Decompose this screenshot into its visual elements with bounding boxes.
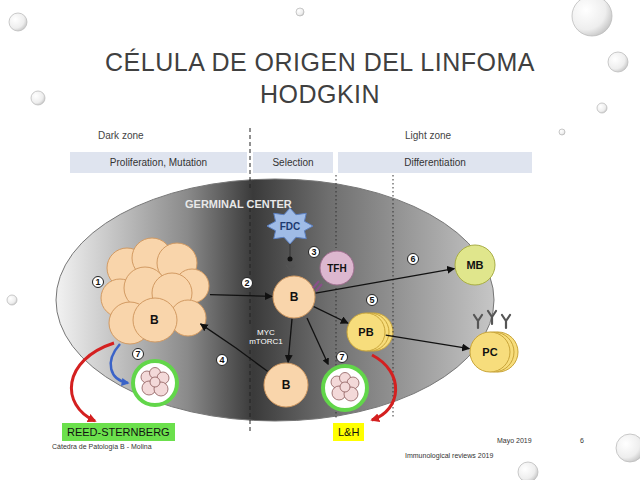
node-text: B (290, 290, 299, 304)
b-cell-cluster: B (100, 238, 210, 348)
caption-text: Mayo 2019 (497, 437, 532, 445)
node-text: PB (358, 326, 373, 338)
node-outline (100, 238, 210, 348)
cell-circle: MB (454, 244, 496, 286)
node-text: MB (466, 259, 483, 271)
caption-text: MYC mTORC1 (248, 328, 284, 346)
plasma-cell: PC (469, 331, 519, 373)
slide-title: CÉLULA DE ORIGEN DEL LINFOMA HODGKIN (70, 46, 570, 110)
zone-band: Proliferation, Mutation (70, 152, 247, 173)
node-text: L&H (338, 426, 359, 438)
caption-text: Cátedra de Patología B - Molina (52, 443, 152, 451)
callout-number: 5 (366, 294, 378, 306)
callout-number: 6 (407, 253, 419, 265)
antigen (288, 257, 293, 262)
caption-text: Dark zone (98, 130, 144, 141)
node-text: TFH (327, 263, 346, 274)
node-text: B (150, 313, 159, 327)
callout-number: 4 (216, 354, 228, 366)
callout-number: 1 (92, 276, 104, 288)
callout-number: 7 (336, 351, 348, 363)
figure-panel (52, 125, 552, 432)
zone-band: Selection (253, 152, 333, 173)
node-text: Differentiation (404, 157, 466, 168)
node-text: GERMINAL CENTER (185, 198, 292, 210)
germinal-center: GERMINAL CENTER B FDC TFH B PB B (55, 178, 495, 422)
lh-cell (323, 366, 367, 410)
reed-sternberg-cell (133, 361, 177, 405)
cell-circle: B (272, 275, 316, 319)
antigen-link (290, 244, 291, 258)
antibody (502, 315, 510, 328)
node-text: Proliferation, Mutation (110, 157, 207, 168)
node-text: FDC (280, 221, 301, 232)
plasma-cell: PB (346, 312, 394, 352)
caption-text: 6 (580, 437, 584, 445)
node-text: REED-STERNBERG (67, 426, 170, 438)
node-text: B (282, 378, 291, 392)
cell-circle: B (263, 362, 309, 408)
label-box: L&H (333, 423, 364, 441)
caption-text: Immunological reviews 2019 (405, 452, 493, 460)
label-box: REED-STERNBERG (62, 423, 175, 441)
cell-circle: TFH (319, 250, 355, 286)
callout-number: 2 (241, 277, 253, 289)
caption-text: Light zone (405, 130, 451, 141)
node-text: PC (482, 346, 497, 358)
callout-number: 3 (308, 246, 320, 258)
fdc-cell: FDC (267, 208, 313, 244)
water-drops (7, 0, 640, 480)
callout-number: 7 (132, 348, 144, 360)
node-text: Selection (272, 157, 313, 168)
zone-band: Differentiation (338, 152, 532, 173)
